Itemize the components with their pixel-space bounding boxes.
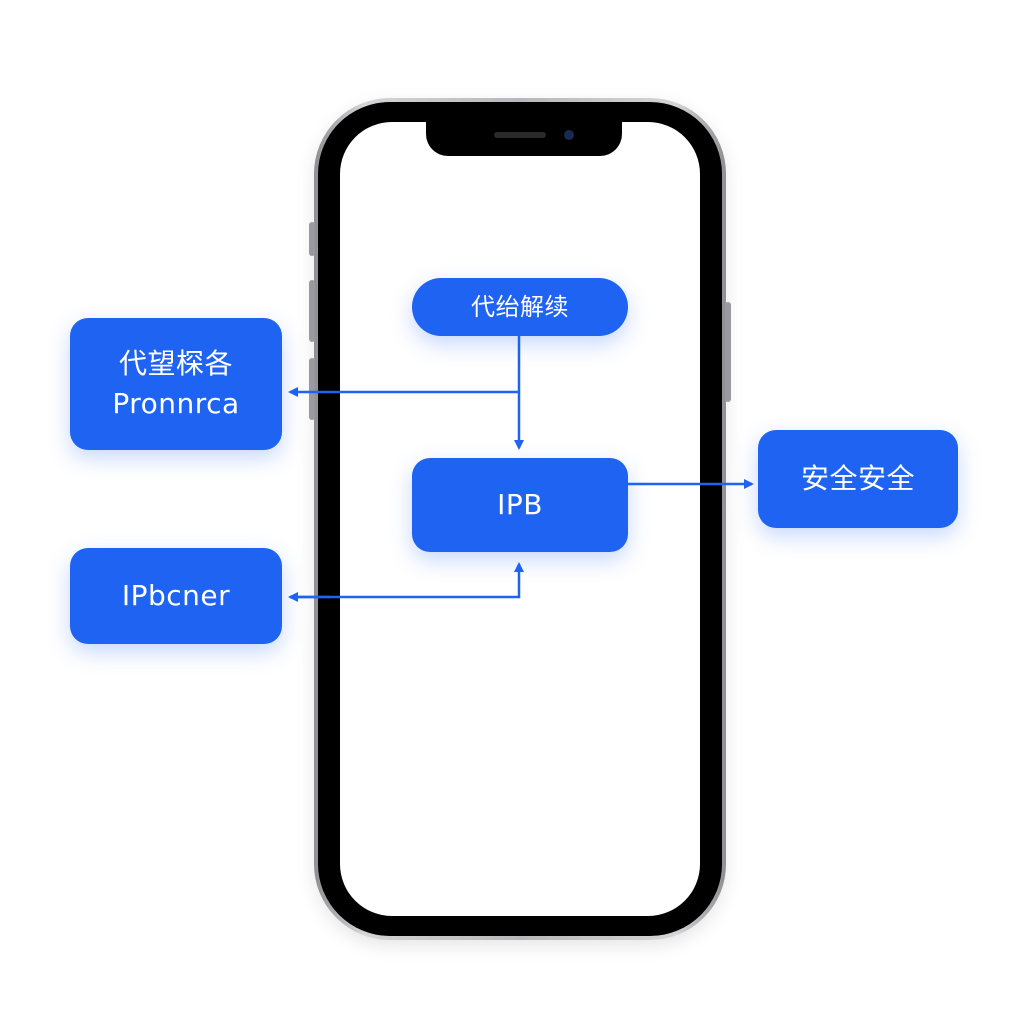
- left-bottom-node-label: IPbc​ner: [121, 579, 231, 612]
- speaker-icon: [494, 132, 546, 138]
- left-top-node-line1: 代望棎各: [118, 347, 233, 380]
- phone-notch: [426, 122, 622, 156]
- center-node-label: IPB: [497, 488, 543, 521]
- right-node[interactable]: 安全安全: [758, 430, 958, 528]
- left-bottom-node[interactable]: IPbc​ner: [70, 548, 282, 644]
- top-node-label: 代绐解续: [471, 293, 569, 321]
- power-button: [725, 302, 731, 402]
- right-node-label: 安全安全: [800, 462, 915, 495]
- top-node[interactable]: 代绐解续: [412, 278, 628, 336]
- center-node[interactable]: IPB: [412, 458, 628, 552]
- left-top-node-line2: Pronnrca: [112, 387, 240, 420]
- camera-icon: [564, 130, 574, 140]
- volume-button-down: [309, 358, 315, 420]
- volume-button-top: [309, 222, 315, 256]
- left-top-node[interactable]: 代望棎各 Pronnrca: [70, 318, 282, 450]
- volume-button-up: [309, 280, 315, 342]
